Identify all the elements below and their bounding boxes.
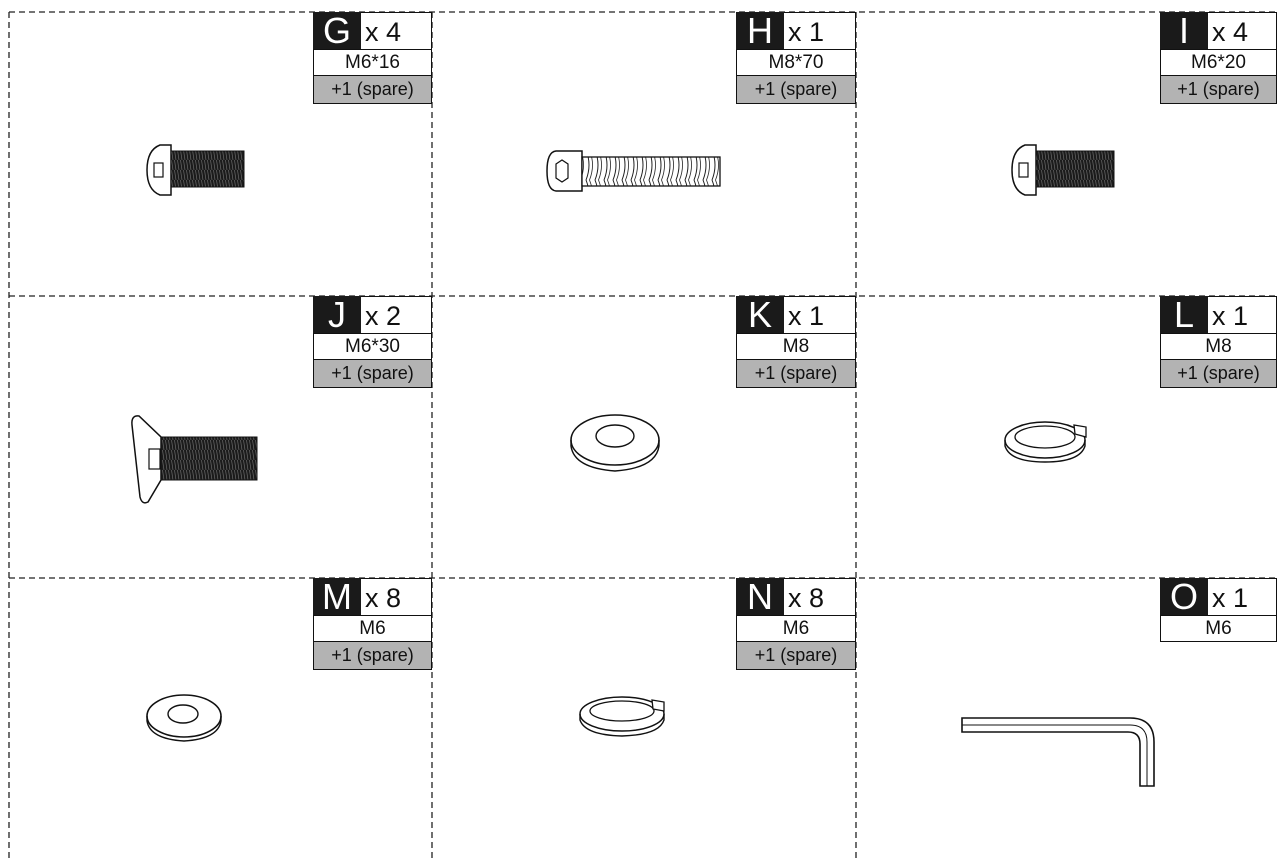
part-quantity: x 1 xyxy=(788,17,825,47)
allen-key-icon xyxy=(961,717,1155,787)
part-size: M6*20 xyxy=(1160,49,1277,76)
part-letter: G xyxy=(313,12,361,50)
part-quantity: x 1 xyxy=(1212,301,1249,331)
spring-washer-icon xyxy=(579,696,665,737)
countersunk-bolt-icon xyxy=(131,415,258,504)
part-spare: +1 (spare) xyxy=(736,75,856,104)
flat-washer-icon xyxy=(570,414,660,472)
part-letter: O xyxy=(1160,578,1208,616)
part-letter: M xyxy=(313,578,361,616)
part-quantity: x 8 xyxy=(365,583,402,613)
part-quantity: x 4 xyxy=(1212,17,1249,47)
part-size: M6*30 xyxy=(313,333,432,360)
part-spare: +1 (spare) xyxy=(313,75,432,104)
part-letter: L xyxy=(1160,296,1208,334)
part-quantity: x 8 xyxy=(788,583,825,613)
part-size: M8*70 xyxy=(736,49,856,76)
part-spare: +1 (spare) xyxy=(313,359,432,388)
part-spare: +1 (spare) xyxy=(736,359,856,388)
flat-washer-icon xyxy=(146,694,222,742)
part-spare: +1 (spare) xyxy=(736,641,856,670)
part-letter: H xyxy=(736,12,784,50)
button-head-bolt-icon xyxy=(1011,144,1115,196)
part-spare: +1 (spare) xyxy=(1160,359,1277,388)
part-letter: N xyxy=(736,578,784,616)
part-spare: +1 (spare) xyxy=(1160,75,1277,104)
part-quantity: x 1 xyxy=(1212,583,1249,613)
part-size: M6 xyxy=(1160,615,1277,642)
part-quantity: x 2 xyxy=(365,301,402,331)
part-letter: J xyxy=(313,296,361,334)
button-head-bolt-icon xyxy=(146,144,245,196)
part-size: M6 xyxy=(736,615,856,642)
part-letter: I xyxy=(1160,12,1208,50)
spring-washer-icon xyxy=(1004,421,1087,463)
part-spare: +1 (spare) xyxy=(313,641,432,670)
part-quantity: x 4 xyxy=(365,17,402,47)
part-size: M6 xyxy=(313,615,432,642)
socket-cap-bolt-icon xyxy=(546,150,721,192)
part-letter: K xyxy=(736,296,784,334)
part-quantity: x 1 xyxy=(788,301,825,331)
part-size: M6*16 xyxy=(313,49,432,76)
